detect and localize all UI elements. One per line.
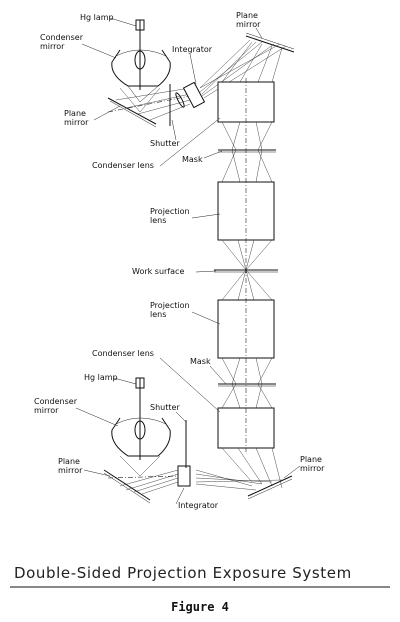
bottom-integrator xyxy=(177,465,191,487)
label-projection-lens-top-1: Projection xyxy=(150,207,190,216)
label-condenser-mirror-bottom-1: Condenser xyxy=(34,397,78,406)
optical-column xyxy=(214,78,278,452)
label-projection-lens-top-2: lens xyxy=(150,216,166,225)
label-plane-mirror-top-right-2: mirror xyxy=(236,20,261,29)
top-plane-mirror-left xyxy=(107,97,157,125)
label-plane-mirror-bottom-right-1: Plane xyxy=(300,455,322,464)
top-integrator xyxy=(182,81,206,109)
bottom-plane-mirror-right xyxy=(247,475,293,497)
label-plane-mirror-top-left-2: mirror xyxy=(64,118,89,127)
bottom-plane-mirror-left xyxy=(103,469,151,501)
label-shutter-top: Shutter xyxy=(150,139,180,148)
label-condenser-mirror-bottom-2: mirror xyxy=(34,406,59,415)
label-plane-mirror-bottom-right-2: mirror xyxy=(300,464,325,473)
labels: Hg lamp Condenser mirror Plane mirror In… xyxy=(34,11,325,510)
label-shutter-bottom: Shutter xyxy=(150,403,180,412)
label-plane-mirror-bottom-left-2: mirror xyxy=(58,466,83,475)
figure-label: Figure 4 xyxy=(171,600,229,614)
label-hg-lamp-top: Hg lamp xyxy=(80,13,114,22)
figure-caption: Double-Sided Projection Exposure System xyxy=(14,564,352,582)
label-condenser-mirror-top-1: Condenser xyxy=(40,33,84,42)
label-condenser-lens-top: Condenser lens xyxy=(92,161,154,170)
label-integrator-top: Integrator xyxy=(172,45,213,54)
top-condenser-mirror xyxy=(111,49,171,87)
label-projection-lens-bottom-1: Projection xyxy=(150,301,190,310)
label-work-surface: Work surface xyxy=(132,267,184,276)
label-plane-mirror-bottom-left-1: Plane xyxy=(58,457,80,466)
top-plane-mirror-right xyxy=(245,35,295,53)
label-plane-mirror-top-left-1: Plane xyxy=(64,109,86,118)
label-condenser-lens-bottom: Condenser lens xyxy=(92,349,154,358)
label-mask-bottom: Mask xyxy=(190,357,211,366)
label-condenser-mirror-top-2: mirror xyxy=(40,42,65,51)
label-integrator-bottom: Integrator xyxy=(178,501,219,510)
label-hg-lamp-bottom: Hg lamp xyxy=(84,373,118,382)
label-plane-mirror-top-right-1: Plane xyxy=(236,11,258,20)
top-lamp-assembly xyxy=(107,19,295,128)
bottom-lamp-assembly xyxy=(103,377,293,504)
bottom-condenser-mirror xyxy=(111,417,171,457)
label-mask-top: Mask xyxy=(182,155,203,164)
label-projection-lens-bottom-2: lens xyxy=(150,310,166,319)
